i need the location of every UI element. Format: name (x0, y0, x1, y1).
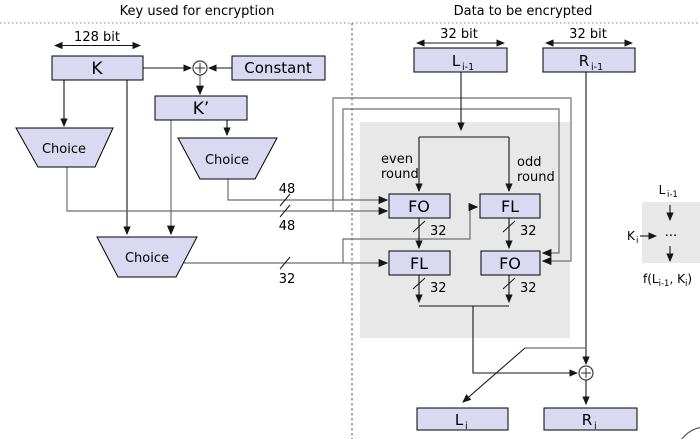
box-fo-bottom (480, 250, 541, 276)
label-r-prev: R (579, 52, 589, 70)
mini-label-f: f(Li-1, Ki) (643, 272, 692, 289)
bus-tick-fo-top-out (412, 220, 426, 233)
mini-dots: ··· (665, 229, 677, 244)
mini-f-part: , K (669, 272, 686, 286)
mini-f-part: f(L (643, 272, 659, 286)
box-constant (231, 55, 326, 81)
bus-48-loop-outer (332, 97, 572, 266)
label-odd-2: round (517, 170, 555, 185)
mini-label-k: K (627, 229, 636, 243)
label-r-prev-sub: i-1 (591, 62, 603, 73)
label-l-prev: L (452, 52, 461, 70)
label-k: K (91, 59, 103, 79)
trapezoid-choice2 (177, 137, 278, 180)
label-32-fl-bottom: 32 (430, 281, 447, 296)
label-r-next: R (582, 411, 592, 429)
box-r-prev (542, 47, 636, 73)
label-48-lower: 48 (279, 219, 296, 234)
mini-f-part-sub: i-1 (659, 279, 670, 289)
mini-label-l: L (659, 183, 666, 197)
bus-tick-fl-top-out (502, 220, 516, 233)
title-key-section: Key used for encryption (120, 4, 275, 19)
xor-feistel (578, 365, 594, 381)
bus-tick-fl-bottom-out (412, 277, 426, 290)
mini-label-k-sub: i (636, 236, 638, 246)
label-even-1: even (381, 152, 413, 167)
title-data-section: Data to be encrypted (454, 4, 593, 19)
bus-48-loop-inner (342, 108, 560, 258)
box-fo-top (388, 193, 451, 219)
box-l-prev (413, 47, 508, 73)
label-fo-top: FO (408, 197, 430, 216)
label-l-next-sub: i (465, 421, 468, 432)
label-32-key: 32 (279, 272, 296, 287)
label-48-upper: 48 (279, 182, 296, 197)
trapezoid-choice3 (96, 236, 198, 278)
label-constant: Constant (244, 59, 312, 77)
bus-tick-48-lower (279, 204, 291, 218)
label-32-fl-top: 32 (520, 224, 537, 239)
label-32-fo-bottom: 32 (520, 281, 537, 296)
label-choice3: Choice (125, 251, 169, 266)
trapezoid-choice1 (15, 127, 114, 168)
round-function-panel (360, 122, 570, 338)
box-k (51, 55, 144, 81)
mini-f-diagram: L i-1 K i ··· f(Li-1, Ki) (627, 183, 692, 289)
label-32-fo-top: 32 (430, 224, 447, 239)
label-l-next: L (455, 411, 464, 429)
label-l-prev-sub: i-1 (462, 62, 474, 73)
xor-key-constant (192, 60, 208, 76)
label-32bit-right: 32 bit (569, 27, 607, 42)
label-fo-bottom: FO (499, 254, 521, 273)
label-128bit: 128 bit (74, 30, 120, 45)
bus-choice2-48-to-fo (227, 179, 389, 205)
label-choice2: Choice (205, 153, 249, 168)
corner-arc-decoration (681, 426, 700, 439)
wire-cross-to-lnext (462, 347, 526, 403)
mini-label-l-sub: i-1 (667, 190, 678, 200)
bus-tick-32 (279, 256, 291, 270)
label-r-next-sub: i (594, 421, 597, 432)
label-even-2: round (381, 167, 419, 182)
bus-tick-48-upper (279, 193, 291, 207)
label-k-prime: K’ (193, 99, 210, 119)
mini-f-part-sub: i (685, 279, 687, 289)
label-fl-top: FL (501, 197, 519, 216)
label-32bit-left: 32 bit (440, 27, 478, 42)
label-choice1: Choice (42, 142, 86, 157)
box-fl-top (479, 193, 541, 219)
box-l-next (416, 407, 509, 431)
box-r-next (543, 407, 638, 431)
bus-tick-fo-bottom-out (502, 277, 516, 290)
mini-f-part: ) (687, 272, 692, 286)
box-k-prime (154, 95, 248, 121)
bus-choice1-48-to-fo (66, 167, 389, 216)
label-fl-bottom: FL (410, 254, 428, 273)
label-odd-1: odd (517, 155, 541, 170)
bus-32-branch-to-fl-top (342, 202, 479, 263)
wire-f-output-to-xor (472, 306, 579, 377)
box-fl-bottom (388, 250, 451, 276)
